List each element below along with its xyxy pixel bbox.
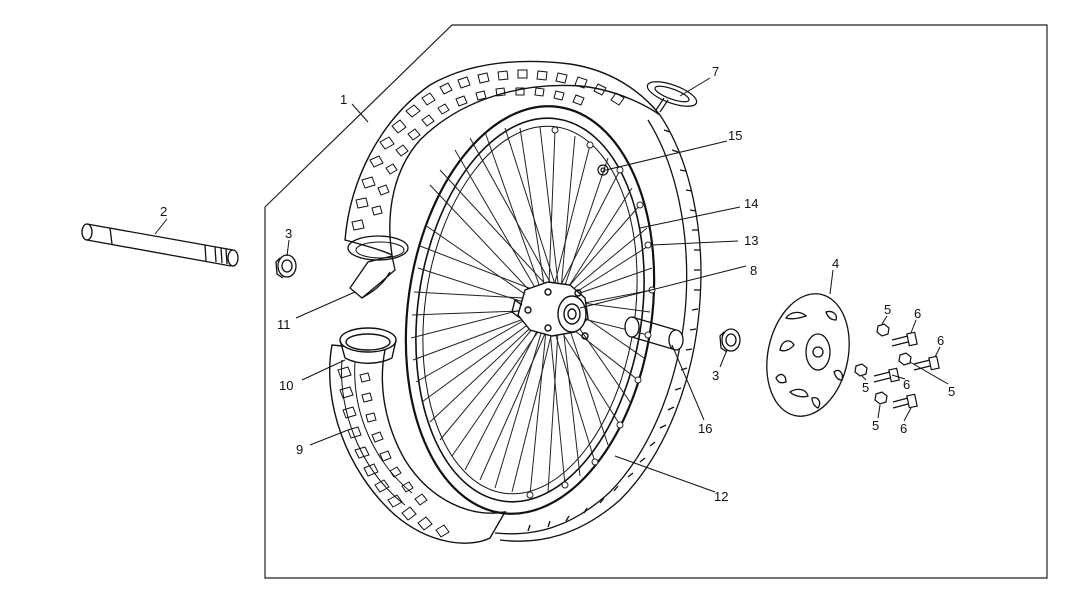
callout-16: 16	[698, 421, 712, 436]
callout-9: 9	[296, 442, 303, 457]
brake-disc-part-4	[766, 293, 850, 417]
callout-13: 13	[744, 233, 758, 248]
rim-part-12	[404, 105, 656, 515]
tire-upper-section	[344, 60, 661, 261]
tire-right-edge	[494, 114, 702, 542]
nuts-part-5	[854, 323, 912, 405]
callout-3-right: 3	[712, 368, 719, 383]
callout-6-d: 6	[900, 421, 907, 436]
callout-6-c: 6	[903, 377, 910, 392]
callout-5-d: 5	[872, 418, 879, 433]
callout-5-c: 5	[862, 380, 869, 395]
rim-band-part-11	[349, 255, 396, 299]
callout-11: 11	[277, 317, 291, 332]
spokes-part-14	[410, 126, 653, 496]
callout-12: 12	[714, 489, 728, 504]
callout-5-a: 5	[884, 302, 891, 317]
hub-part-8	[511, 281, 589, 340]
callout-3-left: 3	[285, 226, 292, 241]
rim-lock-part-7	[646, 81, 698, 113]
tire-part-9	[329, 344, 507, 544]
distance-tube-part-16	[624, 316, 684, 351]
callout-4: 4	[832, 256, 839, 271]
spoke-nipples-part-13	[526, 126, 656, 499]
spacer-part-3-left	[275, 254, 297, 279]
callout-14: 14	[744, 196, 758, 211]
leader-lines	[154, 77, 949, 493]
callout-1: 1	[340, 92, 347, 107]
axle-part-2	[81, 223, 239, 267]
callout-2: 2	[160, 204, 167, 219]
callout-8: 8	[750, 263, 757, 278]
callout-10: 10	[279, 378, 293, 393]
callout-labels: 1 2 3 3 4 5 5 5 5 6 6 6 6 7 8 9 10 11 12…	[160, 64, 955, 504]
bolts-part-6	[873, 331, 940, 409]
callout-5-b: 5	[948, 384, 955, 399]
callout-15: 15	[728, 128, 742, 143]
callout-6-a: 6	[914, 306, 921, 321]
tube-part-10	[339, 327, 397, 364]
assembly-frame	[264, 24, 1048, 579]
callout-7: 7	[712, 64, 719, 79]
spacer-part-3-right	[719, 328, 741, 353]
callout-6-b: 6	[937, 333, 944, 348]
